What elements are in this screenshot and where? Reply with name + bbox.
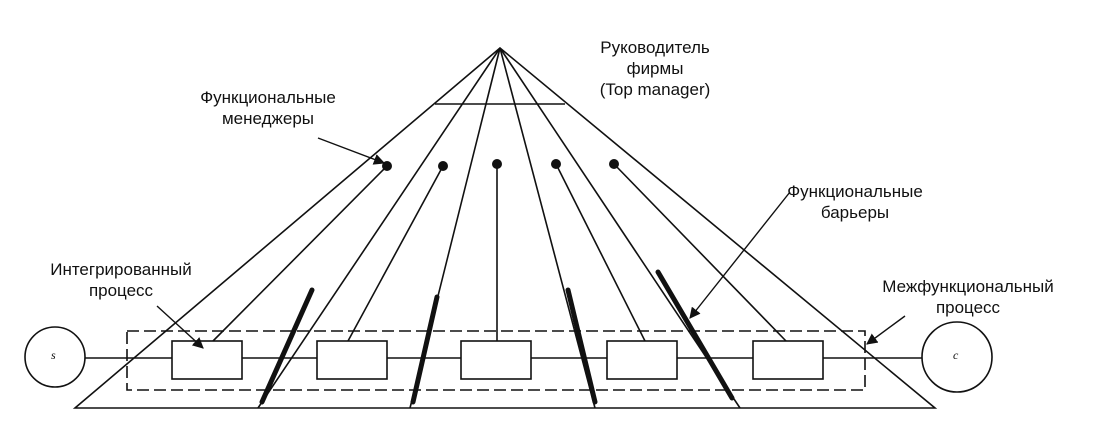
pyramid-outline [72,46,938,409]
functional-manager-dot-5 [609,159,619,169]
supplier-circle-label: s [51,348,56,362]
process-step-1 [171,340,243,380]
process-step-5 [752,340,824,380]
functional-managers-arrow [317,137,386,165]
top-manager-label-line1: Руководитель [600,38,710,57]
cross-functional-process-label: Межфункциональный процесс [853,276,1083,318]
functional-manager-dot-2 [438,161,448,171]
functional-barrier-3 [565,287,598,405]
cross-functional-process-label-line2: процесс [935,298,1001,317]
apex-line-3 [499,47,596,409]
functional-barrier-1 [259,287,315,405]
process-step-4 [606,340,678,380]
integrated-process-label-line1: Интегрированный [50,260,192,279]
functional-managers-label: Функциональные менеджеры [178,87,358,129]
functional-barrier-2 [410,294,440,405]
integrated-process-label-line2: процесс [88,281,154,300]
manager-link-1 [212,165,388,342]
manager-link-2 [347,165,444,342]
functional-barriers-label-line1: Функциональные [787,182,923,201]
integrated-process-label: Интегрированный процесс [26,259,216,301]
process-step-2 [316,340,388,380]
functional-barriers-label: Функциональные барьеры [765,181,945,223]
cross-functional-arrow [866,315,906,345]
process-step-3 [460,340,532,380]
apex-line-1 [257,47,501,409]
supplier-circle [24,326,86,388]
cross-functional-process-label-line1: Межфункциональный [882,277,1054,296]
manager-link-5 [613,163,787,342]
integrated-process-arrow [156,305,204,349]
functional-barriers-arrow [689,191,791,319]
cross-functional-process-boundary [126,330,866,391]
functional-manager-dot-4 [551,159,561,169]
top-manager-label: Руководитель фирмы (Top manager) [575,37,735,100]
customer-circle [921,321,993,393]
functional-managers-label-line2: менеджеры [221,109,315,128]
customer-circle-label: c [953,348,959,362]
functional-barrier-4 [655,269,735,401]
functional-manager-dot-3 [492,159,502,169]
top-manager-label-line3: (Top manager) [599,80,711,99]
manager-link-4 [555,163,646,342]
functional-managers-label-line1: Функциональные [200,88,336,107]
top-manager-label-line2: фирмы [626,59,684,78]
functional-barriers-label-line2: барьеры [820,203,890,222]
